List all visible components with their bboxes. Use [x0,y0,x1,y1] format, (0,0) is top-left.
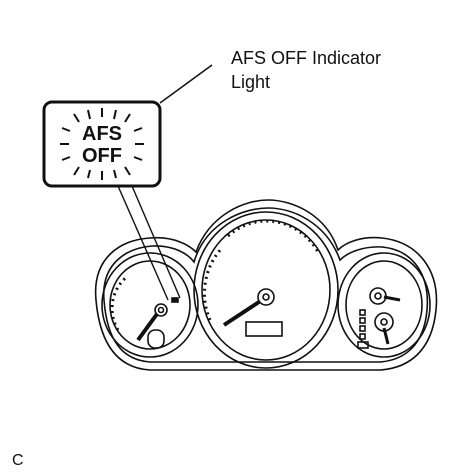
indicator-zoom-box [42,100,162,188]
light-rays [60,108,144,180]
cluster-housing [94,199,438,371]
callout-leader-line [159,64,213,104]
indicator-label-afs: AFS [82,123,122,145]
callout-line-1: AFS OFF Indicator [231,48,382,68]
afs-off-indicator-lamp [171,297,179,303]
pointer-line-right [131,185,181,299]
callout-line-2: Light [231,72,271,92]
left-gauge [101,252,199,358]
right-gauges [337,252,431,358]
speedometer-gauge [193,211,339,369]
indicator-label-off: OFF [82,145,122,167]
pointer-line-left [117,185,169,301]
figure-code: C [12,452,24,469]
callout-label: AFS OFF Indicator Light [231,46,381,94]
odometer-display [245,321,283,337]
